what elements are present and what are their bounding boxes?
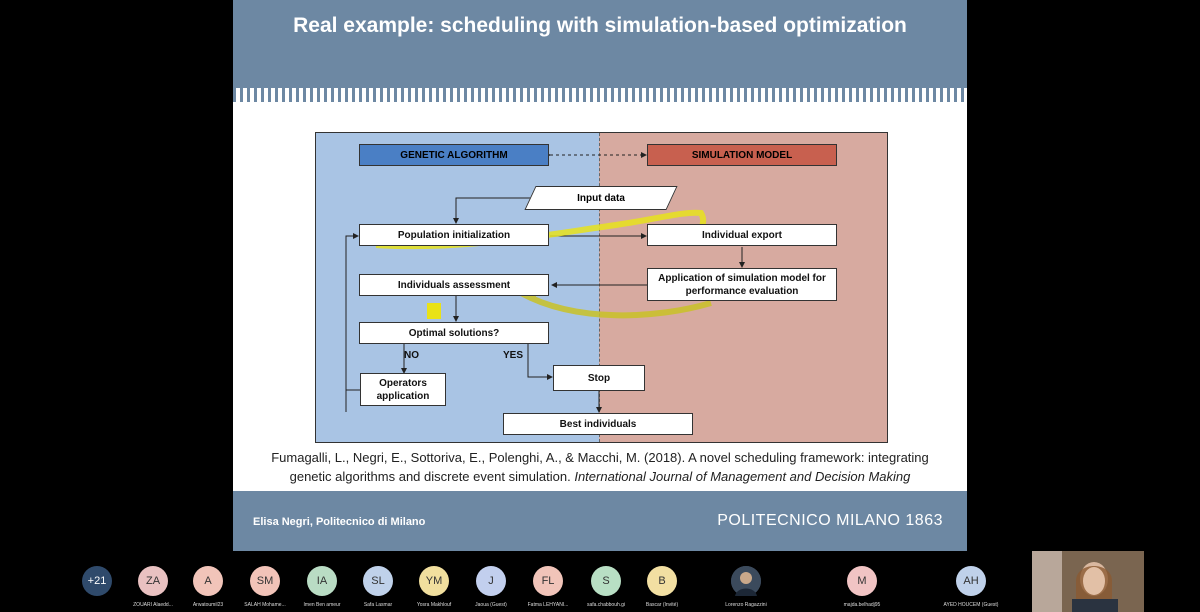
participant-name: Fatma LEHYANI... xyxy=(527,602,569,608)
participant-name: Yosra Makhlouf xyxy=(416,602,452,608)
participant-name: safa.chabbouh.gi xyxy=(586,602,626,608)
participant-name: Lorenzo Ragazzini xyxy=(725,602,767,608)
participant-tile[interactable]: S xyxy=(589,566,623,596)
participant-name: Bascar (Invité) xyxy=(645,602,679,608)
overflow-count: +21 xyxy=(82,566,112,596)
operators-application-box: Operators application xyxy=(360,373,446,406)
politecnico-logo: POLITECNICO MILANO 1863 xyxy=(717,512,943,529)
yes-label: YES xyxy=(503,350,524,361)
avatar: SM xyxy=(250,566,280,596)
input-data-label: Input data xyxy=(577,192,625,204)
avatar: AH xyxy=(956,566,986,596)
avatar: B xyxy=(647,566,677,596)
speaker-video-icon xyxy=(1032,551,1144,612)
participant-tile[interactable]: J xyxy=(474,566,508,596)
citation: Fumagalli, L., Negri, E., Sottoriva, E.,… xyxy=(253,448,947,486)
avatar xyxy=(731,566,761,596)
optimal-solutions-box: Optimal solutions? xyxy=(359,322,549,344)
participant-tile[interactable]: SM xyxy=(248,566,282,596)
no-label: NO xyxy=(404,350,419,361)
participant-name: majda.belhadj95 xyxy=(843,602,881,608)
participant-tile[interactable] xyxy=(729,566,763,596)
avatar: ZA xyxy=(138,566,168,596)
citation-text: Fumagalli, L., Negri, E., Sottoriva, E.,… xyxy=(271,450,929,484)
participant-name: ZOUARI Alaedd... xyxy=(133,602,173,608)
participant-tile[interactable]: IA xyxy=(305,566,339,596)
avatar: J xyxy=(476,566,506,596)
slide-title: Real example: scheduling with simulation… xyxy=(293,14,907,37)
participant-name: AYED HOUCEM (Guest) xyxy=(943,602,999,608)
stop-box: Stop xyxy=(553,365,645,391)
footer-author: Elisa Negri, Politecnico di Milano xyxy=(253,516,426,528)
avatar: SL xyxy=(363,566,393,596)
self-video xyxy=(1032,551,1144,612)
participant-name: Imen Ben ameur xyxy=(303,602,341,608)
header-divider xyxy=(233,88,967,102)
avatar: M xyxy=(847,566,877,596)
participant-tile[interactable]: B xyxy=(645,566,679,596)
participant-tile[interactable]: A xyxy=(191,566,225,596)
slide-header: Real example: scheduling with simulation… xyxy=(233,0,967,88)
individual-export-box: Individual export xyxy=(647,224,837,246)
individuals-assessment-box: Individuals assessment xyxy=(359,274,549,296)
flowchart-diagram: GENETIC ALGORITHM SIMULATION MODEL Input… xyxy=(315,132,888,443)
simulation-model-header: SIMULATION MODEL xyxy=(647,144,837,166)
avatar: FL xyxy=(533,566,563,596)
participants-overflow[interactable]: +21 xyxy=(80,566,114,596)
participant-tile[interactable]: YM xyxy=(417,566,451,596)
citation-journal: International Journal of Management and … xyxy=(574,469,911,484)
participant-name: Jaoua (Guest) xyxy=(475,602,507,608)
participant-tile[interactable]: SL xyxy=(361,566,395,596)
profile-photo-icon xyxy=(731,566,761,596)
participant-name: SALAH Mohame... xyxy=(244,602,286,608)
avatar: IA xyxy=(307,566,337,596)
avatar: S xyxy=(591,566,621,596)
participant-tile[interactable]: M xyxy=(845,566,879,596)
participant-tile[interactable]: FL xyxy=(531,566,565,596)
slide-footer: Elisa Negri, Politecnico di Milano POLIT… xyxy=(233,491,967,551)
avatar: A xyxy=(193,566,223,596)
participant-tile[interactable]: ZA xyxy=(136,566,170,596)
participant-tile[interactable]: AH xyxy=(954,566,988,596)
region-divider xyxy=(599,133,600,442)
simulation-application-box: Application of simulation model for perf… xyxy=(647,268,837,301)
participant-name: Safa Lasmar xyxy=(363,602,393,608)
participant-name: Arwatoumil23 xyxy=(192,602,224,608)
presentation-slide: Real example: scheduling with simulation… xyxy=(233,0,967,551)
genetic-algorithm-header: GENETIC ALGORITHM xyxy=(359,144,549,166)
best-individuals-box: Best individuals xyxy=(503,413,693,435)
avatar: YM xyxy=(419,566,449,596)
population-initialization-box: Population initialization xyxy=(359,224,549,246)
